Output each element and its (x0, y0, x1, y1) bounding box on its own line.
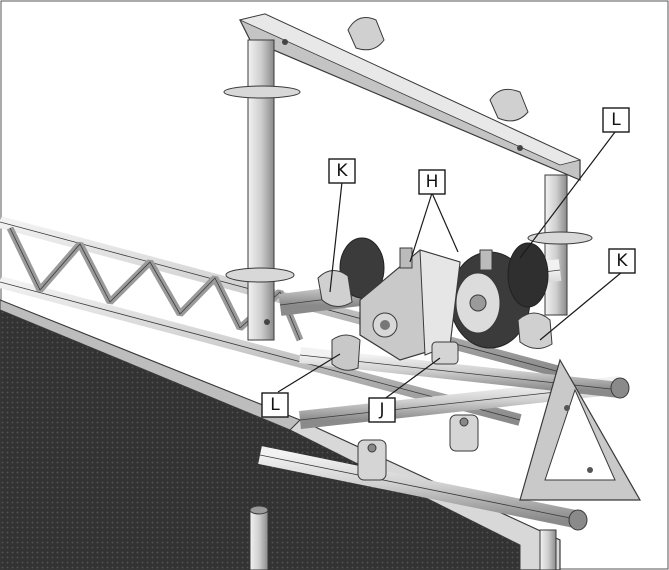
callout-k-left-label: K (336, 161, 348, 181)
callout-h: H (418, 169, 446, 195)
front-couplers (357, 414, 479, 481)
callout-j-label: J (378, 400, 384, 420)
callout-k-right-label: K (616, 251, 628, 271)
callout-l-bottom: L (261, 392, 289, 418)
goal-post-frame (223, 13, 593, 341)
callout-h-label: H (426, 172, 439, 192)
callout-j: J (368, 397, 396, 423)
callout-l-top: L (602, 107, 630, 133)
side-couplers (317, 270, 553, 371)
callout-l-bottom-label: L (270, 395, 280, 415)
callout-l-top-label: L (611, 110, 621, 130)
trolley-assembly (339, 237, 549, 365)
callout-k-right: K (608, 248, 636, 274)
deck-platform (0, 299, 561, 570)
callout-k-left: K (328, 158, 356, 184)
leader-lines (277, 131, 623, 401)
vertical-standard-front (249, 505, 557, 570)
triangle-bracket (519, 358, 642, 501)
